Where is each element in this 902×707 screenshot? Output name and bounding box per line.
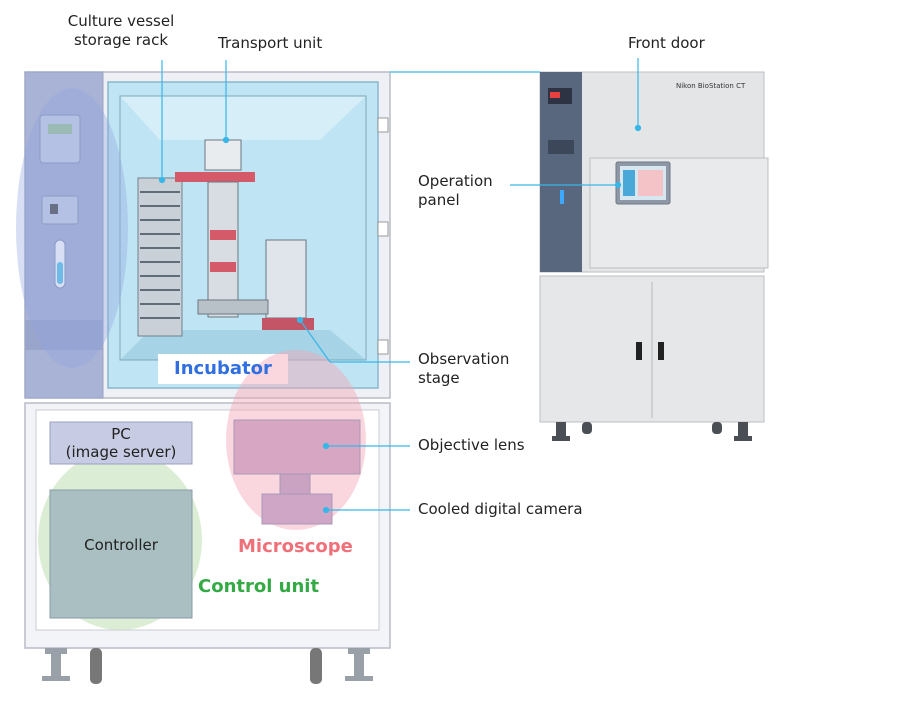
pc-box — [49, 421, 193, 465]
camera-box — [261, 493, 333, 525]
hinge-2 — [377, 221, 389, 237]
label-controller: Controller — [84, 536, 158, 554]
photo-side-panel — [540, 72, 582, 272]
label-transport-unit: Transport unit — [218, 34, 323, 52]
feet-left — [42, 648, 373, 684]
chamber-ceiling — [120, 96, 366, 140]
transport-arm — [175, 172, 255, 182]
photo-handle-right — [658, 342, 664, 360]
side-tube-liquid — [57, 262, 63, 284]
photo-op-screen-bar — [623, 170, 635, 196]
leader-lines — [158, 58, 642, 514]
incubator-label-box — [158, 354, 288, 384]
objective-lens-box — [233, 419, 361, 475]
label-cooled-camera: Cooled digital camera — [418, 500, 583, 518]
label-objective-lens: Objective lens — [418, 436, 525, 454]
camera-neck — [279, 473, 311, 495]
hinge-3 — [377, 339, 389, 355]
hinge-1 — [377, 117, 389, 133]
photo-handle-left — [636, 342, 642, 360]
controller-box — [49, 489, 193, 619]
transport-carriage — [210, 230, 236, 240]
side-lower-panel — [25, 320, 103, 350]
label-culture-rack: Culture vessel storage rack — [67, 12, 175, 49]
transport-head — [204, 139, 242, 171]
side-zone-overlay — [16, 88, 128, 368]
photo-side-slot — [548, 140, 574, 154]
zone-microscope: Microscope — [238, 536, 353, 557]
transport-column — [207, 181, 239, 318]
photo-op-screen-grid — [638, 170, 663, 196]
photo-brand-text: Nikon BioStation CT — [676, 82, 746, 90]
side-display — [48, 124, 72, 134]
zone-control-unit: Control unit — [198, 576, 320, 597]
stage-base — [197, 299, 269, 315]
photo-feet — [552, 422, 752, 441]
label-operation-panel: Operation panel — [418, 172, 493, 209]
photo-side-led — [550, 92, 560, 98]
rack-shelves — [140, 191, 180, 319]
side-switch — [50, 204, 58, 214]
zone-incubator: Incubator — [174, 358, 272, 379]
chamber-floor — [120, 330, 366, 360]
label-pc: PC (image server) — [65, 425, 177, 461]
transport-carriage-2 — [210, 262, 236, 272]
side-slot — [41, 195, 79, 225]
label-observation-stage: Observation stage — [418, 350, 510, 387]
stage-rack — [265, 239, 307, 319]
label-front-door: Front door — [628, 34, 705, 52]
photo-side-indicator — [560, 190, 564, 204]
storage-rack — [137, 177, 183, 337]
